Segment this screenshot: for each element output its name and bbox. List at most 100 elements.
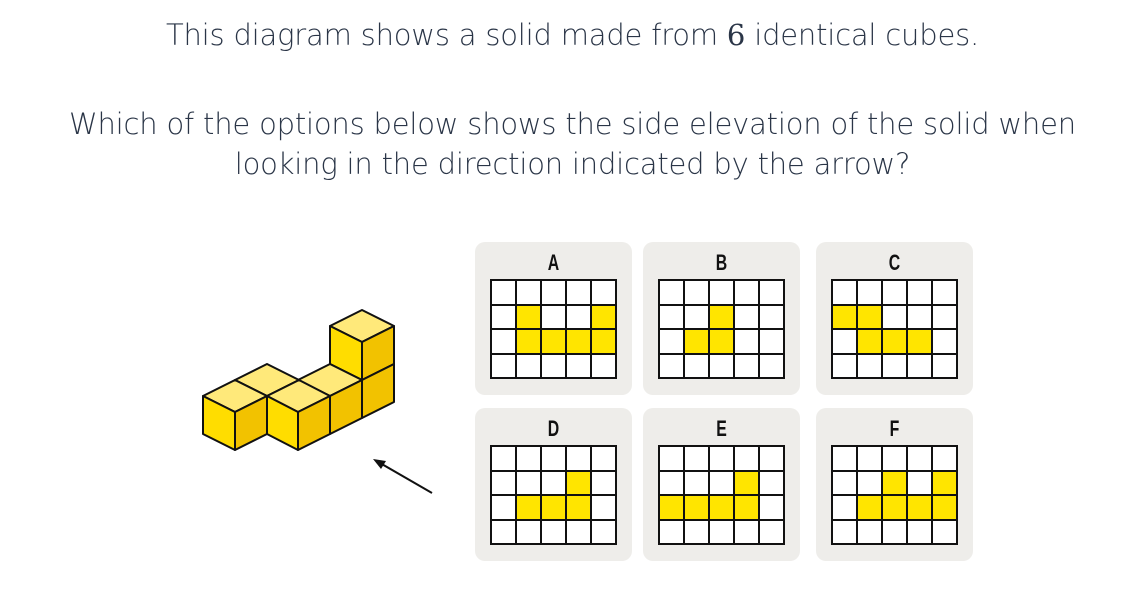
filled-cell xyxy=(517,305,540,328)
empty-cell xyxy=(833,520,856,543)
empty-cell xyxy=(660,305,683,328)
empty-cell xyxy=(660,471,683,494)
empty-cell xyxy=(833,330,856,353)
option-label: A xyxy=(547,250,560,275)
empty-cell xyxy=(592,447,615,470)
empty-cell xyxy=(567,447,590,470)
option-label: B xyxy=(715,250,728,275)
filled-cell xyxy=(883,471,906,494)
empty-cell xyxy=(760,281,783,304)
filled-cell xyxy=(883,330,906,353)
empty-cell xyxy=(933,330,956,353)
empty-cell xyxy=(492,354,515,377)
empty-cell xyxy=(760,330,783,353)
empty-cell xyxy=(492,520,515,543)
filled-cell xyxy=(517,496,540,519)
elevation-grid xyxy=(831,445,958,545)
empty-cell xyxy=(908,520,931,543)
empty-cell xyxy=(933,354,956,377)
question-text: identical cubes. xyxy=(745,18,980,52)
empty-cell xyxy=(858,471,881,494)
empty-cell xyxy=(685,471,708,494)
empty-cell xyxy=(592,354,615,377)
empty-cell xyxy=(517,471,540,494)
empty-cell xyxy=(858,281,881,304)
empty-cell xyxy=(592,496,615,519)
empty-cell xyxy=(833,471,856,494)
empty-cell xyxy=(542,471,565,494)
empty-cell xyxy=(933,447,956,470)
empty-cell xyxy=(685,447,708,470)
empty-cell xyxy=(492,281,515,304)
question-line-2: Which of the options below shows the sid… xyxy=(0,104,1145,184)
question-text: Which of the options below shows the sid… xyxy=(69,107,1076,141)
empty-cell xyxy=(883,447,906,470)
option-card-f[interactable]: F xyxy=(816,408,973,561)
empty-cell xyxy=(760,305,783,328)
empty-cell xyxy=(735,281,758,304)
empty-cell xyxy=(710,520,733,543)
elevation-grid xyxy=(658,445,785,545)
empty-cell xyxy=(592,520,615,543)
empty-cell xyxy=(685,354,708,377)
empty-cell xyxy=(660,330,683,353)
empty-cell xyxy=(833,354,856,377)
empty-cell xyxy=(735,447,758,470)
question-text: This diagram shows a solid made from xyxy=(165,18,727,52)
empty-cell xyxy=(883,305,906,328)
empty-cell xyxy=(660,354,683,377)
empty-cell xyxy=(517,447,540,470)
filled-cell xyxy=(592,305,615,328)
filled-cell xyxy=(858,330,881,353)
empty-cell xyxy=(760,471,783,494)
empty-cell xyxy=(735,305,758,328)
empty-cell xyxy=(660,447,683,470)
empty-cell xyxy=(542,281,565,304)
empty-cell xyxy=(908,281,931,304)
option-card-c[interactable]: C xyxy=(816,242,973,395)
empty-cell xyxy=(492,330,515,353)
empty-cell xyxy=(760,496,783,519)
empty-cell xyxy=(858,447,881,470)
option-card-e[interactable]: E xyxy=(643,408,800,561)
empty-cell xyxy=(542,305,565,328)
empty-cell xyxy=(710,281,733,304)
empty-cell xyxy=(567,305,590,328)
filled-cell xyxy=(908,496,931,519)
elevation-grid xyxy=(490,445,617,545)
empty-cell xyxy=(517,354,540,377)
elevation-grid xyxy=(490,279,617,379)
empty-cell xyxy=(542,447,565,470)
filled-cell xyxy=(517,330,540,353)
filled-cell xyxy=(858,496,881,519)
empty-cell xyxy=(685,281,708,304)
empty-cell xyxy=(883,354,906,377)
empty-cell xyxy=(685,520,708,543)
empty-cell xyxy=(710,471,733,494)
filled-cell xyxy=(542,496,565,519)
empty-cell xyxy=(760,354,783,377)
question-line-1: This diagram shows a solid made from 6 i… xyxy=(0,18,1145,52)
cube-count: 6 xyxy=(726,18,746,52)
empty-cell xyxy=(517,281,540,304)
empty-cell xyxy=(933,520,956,543)
empty-cell xyxy=(908,305,931,328)
filled-cell xyxy=(933,471,956,494)
empty-cell xyxy=(858,520,881,543)
filled-cell xyxy=(542,330,565,353)
empty-cell xyxy=(567,281,590,304)
empty-cell xyxy=(685,305,708,328)
filled-cell xyxy=(567,471,590,494)
option-card-b[interactable]: B xyxy=(643,242,800,395)
question-text: looking in the direction indicated by th… xyxy=(234,147,911,181)
empty-cell xyxy=(542,520,565,543)
option-label: D xyxy=(547,416,560,441)
filled-cell xyxy=(685,330,708,353)
filled-cell xyxy=(933,496,956,519)
empty-cell xyxy=(858,354,881,377)
option-card-a[interactable]: A xyxy=(475,242,632,395)
elevation-grid xyxy=(658,279,785,379)
filled-cell xyxy=(710,305,733,328)
option-label: E xyxy=(716,416,727,441)
option-card-d[interactable]: D xyxy=(475,408,632,561)
